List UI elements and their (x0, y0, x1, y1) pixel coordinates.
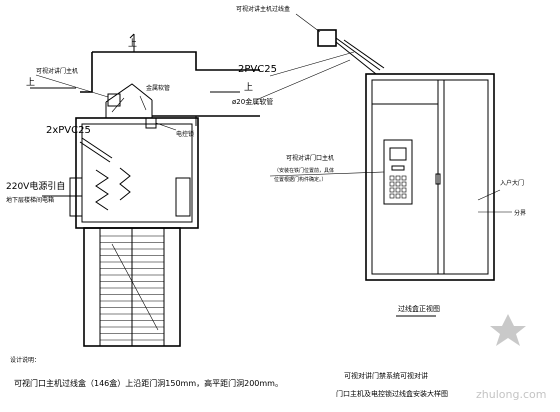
label-lock: 电控锁 (176, 130, 194, 138)
watermark-logo-icon (490, 314, 526, 346)
plan-wall-left-upper (80, 52, 93, 93)
design-notes: 设计说明： 可视门口主机过线盒（146盒）上沿距门洞150mm，高平距门洞200… (10, 356, 283, 388)
cable-zigzag-mid (119, 167, 131, 201)
intercom-host-box (107, 93, 121, 107)
leader-pipe (255, 59, 351, 101)
plan-wall-top (92, 51, 260, 71)
label-host-note: （安装在铁门位置前，具体 (274, 167, 334, 174)
lock-box (145, 117, 157, 129)
door-frame-inner (371, 79, 489, 275)
pvc-conduit-2 (79, 141, 111, 163)
keypad-key (389, 193, 395, 199)
keypad-key (395, 181, 401, 187)
keypad-key (401, 187, 407, 193)
stair-break-line (111, 243, 159, 331)
leader-intercom-host (35, 74, 109, 98)
title-line1: 可视对讲门禁系统可视对讲 (344, 371, 428, 380)
label-wall: 分界 (514, 209, 526, 217)
metal-hose-2 (335, 41, 377, 75)
notes-line1: 可视门口主机过线盒（146盒）上沿距门洞150mm，高平距门洞200mm。 (14, 378, 283, 388)
door-arcs (111, 95, 147, 113)
elevation-caption: 过线盒正视图 (398, 304, 440, 313)
keypad-key (401, 181, 407, 187)
intercom-panel (383, 139, 413, 205)
keypad-key (401, 193, 407, 199)
stair-treads (100, 235, 164, 341)
intercom-speaker (391, 165, 405, 171)
stair-entrance-plan: 上 上 上 可视对讲门主机 金属软管 电控锁 2xPVC25 220V电源引自 … (6, 33, 260, 347)
label-pvc-right: 2PVC25 (238, 64, 277, 75)
up-arrow-top-head (129, 33, 135, 39)
junction-box (317, 29, 337, 47)
door-leaf (105, 83, 153, 103)
recess-left (69, 177, 83, 217)
label-door: 入户大门 (500, 179, 524, 187)
watermark-text: zhulong.com (476, 388, 546, 401)
leader-pvc (269, 51, 355, 77)
intercom-camera (389, 147, 407, 161)
label-metal-hose: 金属软管 (146, 84, 170, 92)
label-intercom-host: 可视对讲门主机 (36, 67, 78, 75)
label-pipe: ø20金属软管 (232, 97, 273, 106)
leader-junction (295, 13, 321, 33)
leader-host (269, 171, 385, 177)
keypad-key (401, 175, 407, 181)
label-junction: 可视对讲主机过线盒 (236, 5, 290, 13)
keypad-key (395, 187, 401, 193)
label-pvc-left: 2xPVC25 (46, 125, 91, 136)
leader-door (477, 189, 501, 201)
lock-leader (155, 122, 177, 131)
door-handle (435, 173, 441, 185)
up-label-right: 上 (244, 82, 253, 93)
cable-zigzag-left (95, 169, 109, 211)
notes-heading: 设计说明： (10, 356, 40, 364)
intercom-keypad (389, 175, 407, 199)
junction-box-elevation: 可视对讲主机过线盒 2PVC25 ø20金属软管 可视对讲门口主机 （安装在铁门… (232, 5, 526, 317)
metal-hose-3 (343, 39, 385, 69)
label-host: 可视对讲门口主机 (286, 154, 334, 162)
up-label-left: 上 (26, 77, 35, 88)
entrance-room-inner (81, 123, 193, 223)
up-label-top: 上 (128, 38, 137, 49)
recess-right (175, 177, 191, 217)
keypad-key (395, 175, 401, 181)
watermark: zhulong.com (476, 314, 546, 401)
keypad-key (389, 181, 395, 187)
door-frame-outer (365, 73, 495, 281)
label-power2: 地下层楼梯间电箱 (6, 196, 54, 204)
keypad-key (389, 187, 395, 193)
keypad-key (395, 193, 401, 199)
title-line2: 门口主机及电控锁过线盒安装大样图 (336, 389, 448, 398)
drawing-title: 可视对讲门禁系统可视对讲 门口主机及电控锁过线盒安装大样图 (336, 371, 448, 398)
pvc-conduit-1 (81, 137, 113, 159)
label-power: 220V电源引自 (6, 180, 65, 192)
metal-hose-1 (335, 37, 381, 71)
keypad-key (389, 175, 395, 181)
label-host-note2: 位置根据门构件确定。） (274, 176, 327, 183)
